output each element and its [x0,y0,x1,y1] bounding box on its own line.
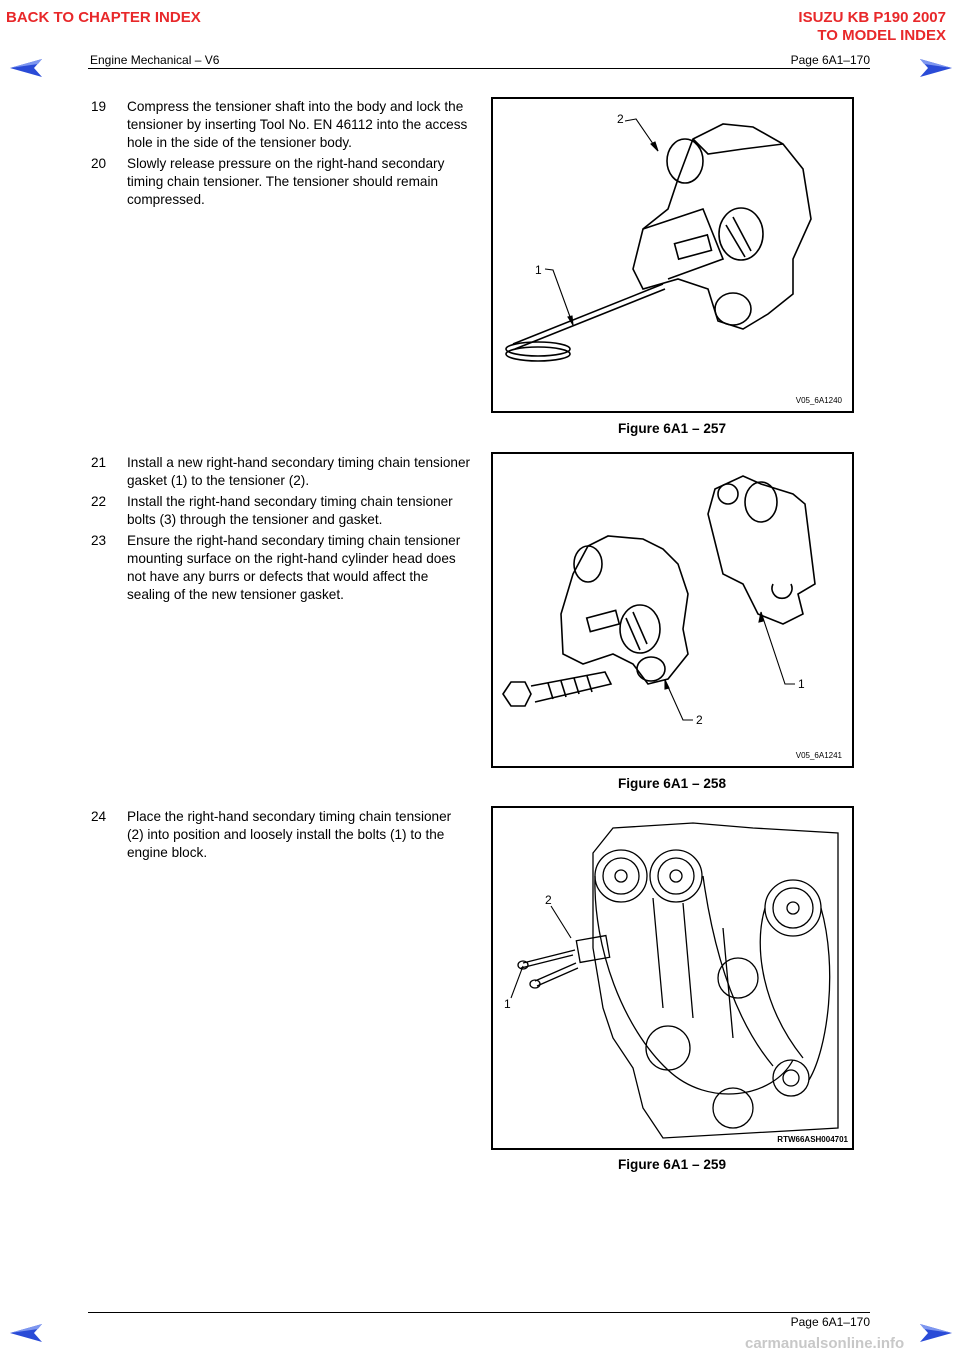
figure-caption: Figure 6A1 – 257 [617,421,727,436]
tensioner-with-tool-drawing: 2 1 [505,112,812,362]
next-page-arrow-icon-bottom[interactable] [918,1322,954,1344]
callout-1: 1 [504,997,511,1011]
step-number: 21 [91,455,107,470]
step-text: Slowly release pressure on the right-han… [127,156,445,207]
step-number: 23 [91,533,107,548]
callout-2: 2 [545,893,552,907]
to-model-index-link[interactable]: TO MODEL INDEX [817,27,946,44]
tensioner-gasket-bolt-drawing: 1 2 [502,475,816,727]
figure-caption: Figure 6A1 – 259 [617,1157,727,1172]
footer-rule [88,1312,870,1313]
previous-page-arrow-icon-bottom[interactable] [8,1322,44,1344]
next-page-arrow-icon[interactable] [918,57,954,79]
callout-1: 1 [535,263,542,277]
page-number-footer: Page 6A1–170 [790,1315,870,1329]
step-text: Compress the tensioner shaft into the bo… [127,99,468,150]
step-number: 22 [91,494,107,509]
step-text: Install the right-hand secondary timing … [127,494,453,527]
step-19: 19 Compress the tensioner shaft into the… [91,98,471,152]
page-number-header: Page 6A1–170 [790,53,870,67]
callout-2: 2 [696,713,703,727]
step-number: 20 [91,156,107,171]
callout-1: 1 [798,677,805,691]
step-23: 23 Ensure the right-hand secondary timin… [91,532,471,604]
step-number: 24 [91,809,107,824]
step-24: 24 Place the right-hand secondary timing… [91,808,471,862]
figure-257-illustration: 2 1 V05_6A1240 [491,97,854,413]
previous-page-arrow-icon[interactable] [8,57,44,79]
step-text: Install a new right-hand secondary timin… [127,455,471,488]
figure-image-id: V05_6A1241 [795,751,842,760]
engine-block-timing-chain-drawing: 2 1 [504,822,839,1139]
step-text: Ensure the right-hand secondary timing c… [127,533,461,602]
callout-2: 2 [617,112,624,126]
step-22: 22 Install the right-hand secondary timi… [91,493,471,529]
step-20: 20 Slowly release pressure on the right-… [91,155,471,209]
back-to-chapter-index-link[interactable]: BACK TO CHAPTER INDEX [6,9,201,26]
step-text: Place the right-hand secondary timing ch… [127,809,452,860]
header-rule [88,68,870,69]
chapter-header: Engine Mechanical – V6 [90,53,220,67]
figure-image-id: RTW66ASH004701 [777,1135,848,1144]
step-number: 19 [91,99,107,114]
watermark: carmanualsonline.info [745,1335,905,1352]
model-title: ISUZU KB P190 2007 [798,9,946,26]
figure-caption: Figure 6A1 – 258 [617,776,727,791]
figure-259-illustration: 2 1 RTW66ASH004701 [491,806,854,1150]
figure-258-illustration: 1 2 V05_6A1241 [491,452,854,768]
step-21: 21 Install a new right-hand secondary ti… [91,454,471,490]
figure-image-id: V05_6A1240 [795,396,842,405]
